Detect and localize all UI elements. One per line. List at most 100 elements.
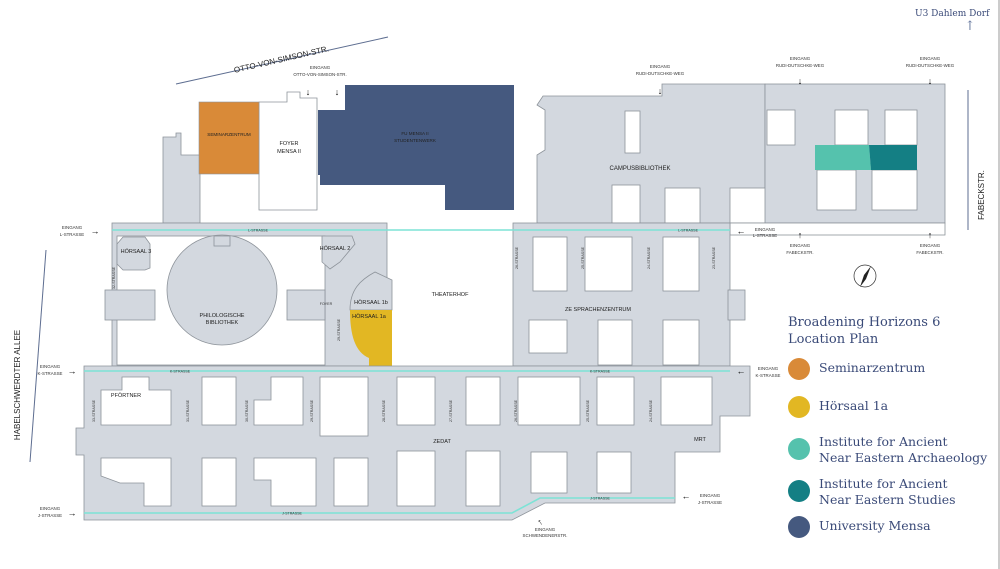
arrow-up-icon: ↑: [535, 517, 544, 528]
entrance-j-strasse-east[interactable]: ← EINGANG J-STRASSE: [682, 491, 723, 505]
arrow-left-icon: ←: [682, 491, 691, 501]
orange-dot-icon: [788, 358, 810, 380]
svg-text:EINGANG: EINGANG: [920, 56, 941, 61]
entrance-j-strasse-west[interactable]: EINGANG J-STRASSE →: [38, 506, 77, 518]
label-philologische: PHILOLOGISCHE: [200, 313, 245, 319]
label-theaterhof: THEATERHOF: [432, 292, 470, 298]
arrow-down-icon: ↓: [306, 87, 311, 97]
svg-text:J-STRASSE: J-STRASSE: [38, 513, 62, 518]
svg-text:EINGANG: EINGANG: [535, 527, 556, 532]
courtyard: [884, 109, 918, 146]
svg-text:EINGANG: EINGANG: [790, 56, 811, 61]
entrance-rudi-3[interactable]: EINGANG RUDI-DUTSCHKE-WEG ↓: [906, 56, 955, 86]
entrance-fabeck-1[interactable]: ↑ EINGANG FABECKSTR.: [786, 230, 813, 255]
courtyard: [816, 169, 857, 211]
label-campusbibliothek: CAMPUSBIBLIOTHEK: [609, 166, 670, 172]
svg-text:RUDI-DUTSCHKE-WEG: RUDI-DUTSCHKE-WEG: [636, 71, 685, 76]
cross-street-label: 30-STRASSE: [245, 399, 249, 422]
east-wing: [286, 289, 326, 321]
label-hoersaal-1b: HÖRSAAL 1b: [354, 299, 388, 306]
label-k-strasse-east: K-STRASSE: [590, 370, 611, 374]
cross-street-label: 29-STRASSE: [310, 399, 314, 422]
label-l-strasse: L-STRASSE: [248, 229, 269, 233]
svg-text:RUDI-DUTSCHKE-WEG: RUDI-DUTSCHKE-WEG: [906, 63, 955, 68]
entrance-k-strasse-west[interactable]: EINGANG K-STRASSE →: [38, 364, 77, 376]
svg-text:EINGANG: EINGANG: [650, 64, 671, 69]
label-hoersaal-1a: HÖRSAAL 1a: [352, 313, 387, 320]
teal-dot-icon: [788, 438, 810, 460]
hoersaal-3[interactable]: [116, 236, 151, 271]
legend-item-hoersaal: Hörsaal 1a: [788, 396, 987, 418]
courtyard: [611, 184, 641, 224]
archaeology-institute[interactable]: [815, 145, 871, 170]
seminarzentrum-building[interactable]: [198, 101, 260, 175]
fu-mensa-building[interactable]: [318, 85, 514, 210]
entrance-rudi-1[interactable]: EINGANG RUDI-DUTSCHKE-WEG ↓: [636, 64, 685, 96]
courtyard: [597, 319, 633, 366]
courtyard: [766, 109, 796, 146]
cross-street-label: 29-STRASSE: [337, 318, 341, 341]
entrance-otto[interactable]: EINGANG OTTO-VON-SIMSON-STR. ↓ ↓: [293, 65, 346, 97]
arrow-left-icon: ←: [737, 226, 746, 236]
cross-street-label: 24-STRASSE: [647, 246, 651, 269]
label-mrt: MRT: [694, 437, 706, 443]
hoersaal-2[interactable]: [321, 235, 356, 270]
legend-title-line1: Broadening Horizons 6: [788, 315, 941, 330]
arrow-down-icon: ↓: [335, 87, 340, 97]
svg-text:J-STRASSE: J-STRASSE: [698, 500, 722, 505]
courtyard: [528, 319, 568, 354]
cross-street-label: 33-STRASSE: [92, 399, 96, 422]
label-l-strasse-east: L-STRASSE: [678, 229, 699, 233]
svg-text:OTTO-VON-SIMSON-STR.: OTTO-VON-SIMSON-STR.: [293, 72, 346, 77]
label-sprachenzentrum: ZE SPRACHENZENTRUM: [565, 307, 631, 313]
hoersaal-1a[interactable]: [350, 310, 392, 366]
cross-street-label: 32-STRASSE: [112, 266, 116, 289]
legend-title-line2: Location Plan: [788, 332, 879, 347]
label-foyer-inner: FOYER: [320, 302, 333, 306]
arrow-right-icon: →: [68, 508, 77, 518]
svg-text:EINGANG: EINGANG: [790, 243, 811, 248]
cross-street-label: 26-STRASSE: [515, 246, 519, 269]
svg-text:EINGANG: EINGANG: [310, 65, 331, 70]
svg-text:RUDI-DUTSCHKE-WEG: RUDI-DUTSCHKE-WEG: [776, 63, 825, 68]
west-wing: [104, 289, 156, 321]
navy-dot-icon: [788, 516, 810, 538]
j-strasse[interactable]: [84, 497, 675, 514]
legend-label: Hörsaal 1a: [819, 398, 889, 413]
courtyard: [662, 319, 700, 366]
entrance-l-strasse-west[interactable]: EINGANG L-STRASSE →: [60, 225, 100, 237]
legend-item-seminarzentrum: Seminarzentrum: [788, 358, 987, 380]
svg-text:FABECKSTR.: FABECKSTR.: [786, 250, 813, 255]
label-foyer-mensa: MENSA II: [277, 149, 301, 155]
legend-label: Seminarzentrum: [819, 360, 926, 375]
label-zedat: ZEDAT: [433, 439, 451, 445]
svg-text:FABECKSTR.: FABECKSTR.: [916, 250, 943, 255]
svg-text:SCHWENDENERSTR.: SCHWENDENERSTR.: [523, 533, 568, 538]
arrow-down-icon: ↓: [928, 76, 933, 86]
legend: Broadening Horizons 6 Location Plan Semi…: [788, 314, 987, 548]
arrow-down-icon: ↓: [798, 76, 803, 86]
entrance-rudi-2[interactable]: EINGANG RUDI-DUTSCHKE-WEG ↓: [776, 56, 825, 86]
cross-street-label: 26-STRASSE: [514, 399, 518, 422]
label-foyer: FOYER: [280, 141, 299, 147]
yellow-dot-icon: [788, 396, 810, 418]
near-eastern-studies-institute[interactable]: [869, 145, 917, 170]
label-pfoertner: PFÖRTNER: [111, 392, 141, 399]
entrance-schwendener[interactable]: ↑ EINGANG SCHWENDENERSTR.: [523, 517, 568, 538]
entrance-l-strasse-east[interactable]: EINGANG L-STRASSE ←: [737, 226, 778, 238]
street-label-habel: HABELSCHWERDTER ALLEE: [13, 330, 22, 440]
zedat-complex: [75, 365, 751, 521]
label-hoersaal-2: HÖRSAAL 2: [320, 245, 351, 252]
compass-icon: [853, 264, 877, 288]
entrance-k-strasse-east[interactable]: ← EINGANG K-STRASSE: [737, 366, 781, 378]
philologische-bibliothek[interactable]: [166, 234, 278, 346]
entrance-fabeck-2[interactable]: ↑ EINGANG FABECKSTR.: [916, 230, 943, 255]
east-bump: [727, 289, 746, 321]
courtyard: [624, 110, 641, 154]
street-label-fabeck: FABECKSTR.: [977, 170, 986, 220]
foyer-mensa-ii[interactable]: [258, 91, 318, 211]
arrow-right-icon: →: [91, 226, 100, 236]
